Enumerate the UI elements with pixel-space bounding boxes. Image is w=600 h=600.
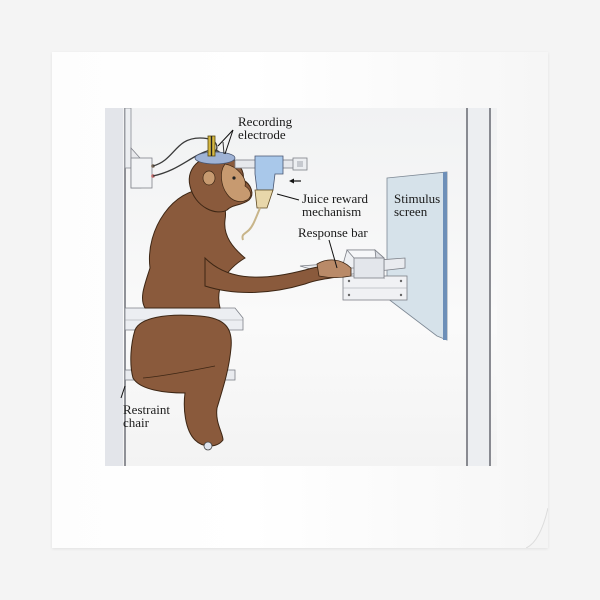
label-response-bar: Response bar (298, 225, 368, 240)
label-restraint-chair: Restraint chair (123, 403, 170, 429)
label-line: Recording (238, 114, 293, 129)
label-line: electrode (238, 127, 286, 142)
poster-curled-corner (526, 508, 548, 548)
label-line: Restraint (123, 402, 170, 417)
label-stimulus-screen: Stimulus screen (394, 192, 440, 218)
leader-response-bar (328, 239, 338, 269)
response-bar-box (341, 249, 386, 280)
label-recording-electrode: Recording electrode (238, 115, 292, 141)
label-line: screen (394, 204, 428, 219)
connector-box (130, 146, 155, 189)
monkey (130, 135, 352, 451)
leader-electrode-2 (224, 129, 234, 155)
leader-electrode-1 (217, 129, 234, 147)
label-juice-reward: Juice reward mechanism (302, 192, 368, 218)
scene-drawing (105, 108, 491, 466)
leader-juice (276, 193, 300, 201)
label-line: Juice reward (302, 191, 369, 206)
label-line: chair (123, 415, 149, 430)
illustration: Recording electrode Juice reward mechani… (105, 108, 497, 466)
right-wall (468, 108, 490, 466)
left-pole (124, 108, 132, 169)
juice-reward-mechanism (234, 155, 308, 241)
label-line: Stimulus (394, 191, 441, 206)
label-line: mechanism (302, 204, 362, 219)
left-wall (105, 108, 123, 466)
leader-restraint (120, 385, 126, 399)
